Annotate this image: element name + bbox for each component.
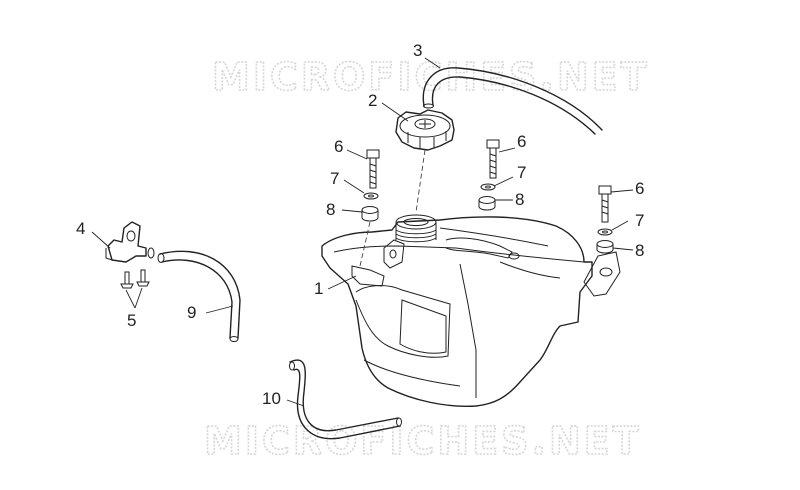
cap-axis (415, 149, 426, 213)
callout-1: 1 (314, 279, 323, 298)
callout-6-right: 6 (635, 179, 644, 198)
callout-2: 2 (368, 91, 377, 110)
fuel-tap-part-4[interactable] (105, 221, 155, 263)
rubber-left-part-8[interactable] (361, 206, 379, 222)
callout-8-left: 8 (326, 200, 335, 219)
bolt-left-part-6[interactable] (366, 149, 380, 189)
left-mount-axis (359, 221, 371, 267)
drain-hose-part-10[interactable] (289, 359, 402, 440)
callout-7-middle: 7 (517, 163, 526, 182)
leader-lines (91, 57, 634, 407)
rubber-right-part-8[interactable] (596, 240, 614, 254)
callout-4: 4 (76, 219, 85, 238)
watermark-top: MICROFICHES.NET (212, 55, 650, 99)
rubber-middle-part-8[interactable] (478, 196, 496, 211)
callout-6-middle: 6 (517, 132, 526, 151)
watermark-bottom: MICROFICHES.NET (204, 419, 642, 463)
callout-8-right: 8 (635, 241, 644, 260)
fuel-hose-part-9[interactable] (157, 250, 241, 342)
bolt-right-part-6[interactable] (598, 185, 612, 223)
callout-10: 10 (262, 389, 281, 408)
callout-7-right: 7 (635, 211, 644, 230)
washer-right-part-7[interactable] (597, 228, 613, 236)
callout-9: 9 (187, 303, 196, 322)
callout-8-middle: 8 (515, 190, 524, 209)
bolt-middle-part-6[interactable] (486, 139, 500, 179)
callout-6-left: 6 (334, 137, 343, 156)
callout-5: 5 (127, 311, 136, 330)
callout-3: 3 (413, 41, 422, 60)
breather-hose-part-3[interactable] (422, 67, 603, 135)
washer-middle-part-7[interactable] (480, 183, 496, 191)
fuel-cap-part-2[interactable] (395, 109, 455, 151)
fuel-tank-part-1[interactable] (321, 214, 621, 408)
callout-7-left: 7 (330, 169, 339, 188)
screws-part-5[interactable] (120, 269, 150, 289)
washer-left-part-7[interactable] (363, 192, 379, 200)
